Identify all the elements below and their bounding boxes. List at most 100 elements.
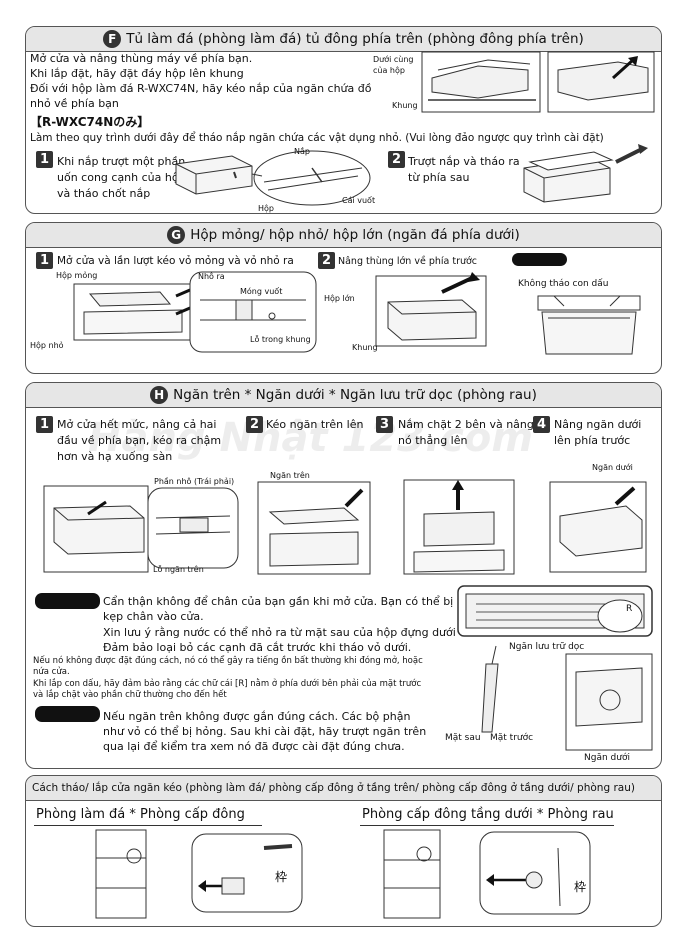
h-step-2: 2 [246,416,267,433]
g-note-figure [537,295,641,355]
h-step1-figure [43,485,239,573]
h-step2-figure [257,481,371,575]
g-step-1-text: Mở cửa và lần lượt kéo vỏ mỏng và vỏ nhỏ… [57,255,294,267]
f-line-1: Mở cửa và nâng thùng máy về phía bạn. [30,52,253,65]
h-caution2-line-1: Nếu ngăn trên không được gắn đúng cách. … [103,710,411,723]
f-step-2: 2 [388,151,409,168]
f-step1-figure [175,150,371,206]
h-label-front: Mặt trước [490,733,534,743]
g-step1-figure [73,271,317,353]
drawer-left-title: Phòng làm đá * Phòng cấp đông [36,807,245,822]
section-g-title: Hộp mỏng/ hộp nhỏ/ hộp lớn (ngăn đá phía… [190,227,520,243]
section-g-header: G Hộp mỏng/ hộp nhỏ/ hộp lớn (ngăn đá ph… [26,223,661,248]
f-figure-icebox [421,51,655,113]
h-caution1-line-3: Xin lưu ý rằng nước có thể nhỏ ra từ mặt… [103,626,456,639]
drawer-left-underline [34,825,262,826]
g-label-large: Hộp lớn [324,294,355,303]
f-line-2: Khi lắp đặt, hãy đặt đáy hộp lên khung [30,67,244,80]
f-step-1-line-2: uốn cong cạnh của hộp [57,171,186,184]
g-step2-figure [375,272,487,347]
h-small-note-3: Khi lắp con dấu, hãy đảm bảo rằng các ch… [33,679,422,689]
drawer-left-kanji: 枠 [275,870,288,884]
h-label-back: Mặt sau [445,733,481,743]
h-small-note-4: và lắp chặt vào phần chữ thường cho đến … [33,690,227,700]
h-step-4: 4 [533,416,554,433]
g-label-hole: Lỗ trong khung [250,335,311,344]
h-step4-figure [549,481,647,573]
g-step-1-num: 1 [36,252,53,269]
h-label-lower-2: Ngăn dưới [584,753,630,763]
drawer-section-title: Cách tháo/ lắp cửa ngăn kéo (phòng làm đ… [32,782,635,794]
f-label-bottom: Dưới cùng [373,55,414,64]
h-step-2-text: Kéo ngăn trên lên [266,418,364,431]
f-step-1-num: 1 [36,151,53,168]
h-caution2-line-3: qua lại để kiểm tra xem nó đã được cài đ… [103,740,405,753]
h-caution1-line-2: kẹp chân vào cửa. [103,610,204,623]
section-h-header: H Ngăn trên * Ngăn dưới * Ngăn lưu trữ d… [26,383,661,408]
h-step-3: 3 [376,416,397,433]
h-label-small-part: Phần nhô (Trái phải) [154,477,235,486]
h-label-upper-hole: Lỗ ngăn trên [153,565,204,574]
h-caution-badge-2 [35,706,100,722]
h-step-1-line-2: đầu về phía bạn, kéo ra chậm [57,434,222,447]
section-h-title: Ngăn trên * Ngăn dưới * Ngăn lưu trữ dọc… [173,387,537,403]
f-line-4: nhỏ về phía bạn [30,97,119,110]
h-step-1-line-1: Mở cửa hết mức, nâng cả hai [57,418,217,431]
h-label-vertical: Ngăn lưu trữ dọc [509,642,585,652]
f-step-1: 1 [36,151,57,168]
section-f-title: Tủ làm đá (phòng làm đá) tủ đông phía tr… [126,31,584,47]
section-f-header: F Tủ làm đá (phòng làm đá) tủ đông phía … [26,27,661,52]
f-label-of-box: của hộp [373,66,405,75]
f-step-1-line-3: và tháo chốt nắp [57,187,151,200]
h-label-upper: Ngăn trên [270,471,310,480]
h-step-4-line-1: Nâng ngăn dưới [554,418,642,431]
h-step-3-line-1: Nắm chặt 2 bên và nâng [398,418,534,431]
drawer-right-figure [383,829,591,919]
h-caution-badge-1 [35,593,100,609]
f-label-lid: Nắp [294,147,310,156]
h-label-r: R [626,604,633,614]
h-step-3-line-2: nó thẳng lên [398,434,468,447]
g-step-2: 2 [318,252,339,269]
h-step-1-num: 1 [36,416,53,433]
g-label-small: Hộp nhỏ [30,341,64,350]
h-caution2-line-2: như vỏ có thể bị hỏng. Sau khi cài đặt, … [103,725,427,738]
watermark: Hàng Nhật 123.com [88,415,534,461]
h-label-lower: Ngăn dưới [592,463,633,472]
g-note: Không tháo con dấu [518,279,609,289]
g-label-thin: Hộp mỏng [56,271,98,280]
drawer-right-kanji: 枠 [574,880,587,894]
f-line-3: Đối với hộp làm đá R-WXC74N, hãy kéo nắp… [30,82,372,95]
section-g-letter: G [167,226,186,244]
g-step-2-num: 2 [318,252,335,269]
h-step-2-num: 2 [246,416,263,433]
h-step-3-num: 3 [376,416,393,433]
section-drawer-header: Cách tháo/ lắp cửa ngăn kéo (phòng làm đ… [26,776,661,801]
g-label-protrusion: Nhô ra [198,272,225,281]
h-step-1: 1 [36,416,57,433]
f-label-latch: Cái vuốt [342,196,376,205]
f-step-2-num: 2 [388,151,405,168]
f-procedure: Làm theo quy trình dưới đây để tháo nắp … [30,132,604,144]
h-step-4-num: 4 [533,416,550,433]
f-label-frame: Khung [392,101,418,110]
g-label-frame: Khung [352,343,378,352]
h-caution1-line-1: Cẩn thận không để chân của bạn gần khi m… [103,595,454,608]
h-step3-figure [403,479,515,575]
h-caution1-line-4: Đảm bảo loại bỏ các cạnh đã cắt trước kh… [103,641,412,654]
h-small-note-1: Nếu nó không được đặt đúng cách, nó có t… [33,656,423,666]
h-step-4-line-2: lên phía trước [554,434,631,447]
section-f-letter: F [103,30,122,48]
h-small-note-2: nứa cửa. [33,667,70,677]
g-notice-badge [512,253,567,266]
drawer-right-title: Phòng cấp đông tầng dưới * Phòng rau [362,807,614,822]
g-step-2-text: Nâng thùng lớn về phía trước [338,256,478,267]
f-label-box: Hộp [258,204,274,213]
h-vertical-figure [457,585,653,751]
f-step-2-line-2: từ phía sau [408,171,470,184]
g-label-claw: Móng vuốt [240,287,283,296]
drawer-left-figure [95,829,303,919]
f-step-1-line-1: Khi nắp trượt một phần, [57,155,189,168]
drawer-right-underline [360,825,614,826]
g-step-1: 1 [36,252,57,269]
